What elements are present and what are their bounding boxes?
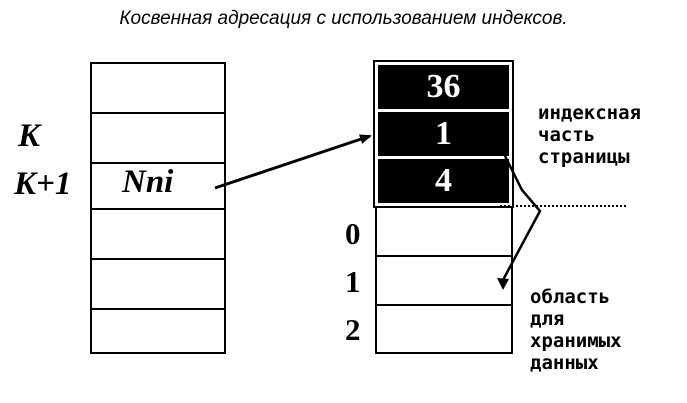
index-cell-1: 36 bbox=[378, 65, 509, 109]
data-area-note: область для хранимых данных bbox=[530, 286, 622, 374]
label-k: K bbox=[18, 118, 41, 154]
index-to-data-arrowhead bbox=[497, 278, 509, 290]
left-cell-5 bbox=[90, 258, 226, 310]
row-number-1: 1 bbox=[345, 264, 361, 299]
index-cell-value-1: 36 bbox=[426, 68, 461, 105]
data-cell-2 bbox=[375, 304, 513, 354]
index-cell-2: 1 bbox=[378, 112, 509, 156]
index-cell-value-3: 4 bbox=[435, 162, 452, 199]
index-cell-value-2: 1 bbox=[435, 115, 452, 152]
label-k-plus-1: K+1 bbox=[14, 166, 72, 202]
index-part-note: индексная часть страницы bbox=[538, 102, 641, 168]
index-cell-3: 4 bbox=[378, 159, 509, 203]
left-cell-6 bbox=[90, 308, 226, 354]
row-number-2: 2 bbox=[345, 312, 361, 347]
diagram-title: Косвенная адресация с использованием инд… bbox=[119, 8, 568, 29]
index-to-data-arrow bbox=[501, 155, 542, 281]
left-cell-value: Nni bbox=[122, 164, 174, 200]
pointer-arrow bbox=[214, 134, 372, 190]
row-number-0: 0 bbox=[345, 216, 361, 251]
